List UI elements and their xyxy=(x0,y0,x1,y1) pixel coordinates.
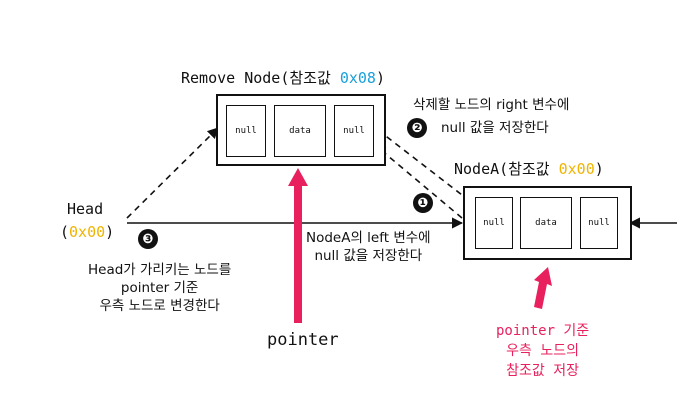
pointer-pink-arrow xyxy=(288,168,308,323)
nodea-box: null data null xyxy=(463,186,632,260)
remove-node-title-suffix: ) xyxy=(375,69,385,87)
step1-note: NodeA의 left 변수에 null 값을 저장한다 xyxy=(306,229,431,265)
nodea-prev-cell: null xyxy=(475,197,513,249)
step3-badge: ❸ xyxy=(138,229,158,249)
remove-node-title: Remove Node(참조값 0x08) xyxy=(181,67,385,88)
step2-line2: null 값을 저장한다 xyxy=(441,120,549,136)
pink-note-line3: 참조값 저장 xyxy=(506,363,580,379)
remove-node-next-cell: null xyxy=(334,105,374,157)
head-to-remove-dashed-arrow xyxy=(126,127,219,219)
remove-node-address: 0x08 xyxy=(339,69,376,87)
step2-line1: 삭제할 노드의 right 변수에 xyxy=(413,97,570,113)
nodea-data-cell: data xyxy=(520,197,572,249)
nodea-address: 0x00 xyxy=(558,160,595,178)
remove-node-box: null data null xyxy=(216,94,386,166)
pink-note: pointer 기준 우측 노드의 참조값 저장 xyxy=(496,321,589,381)
head-address-label: (0x00) xyxy=(60,223,114,241)
head-address-suffix: ) xyxy=(105,223,115,241)
nodea-next-cell: null xyxy=(580,197,618,249)
nodea-title-suffix: ) xyxy=(594,160,604,178)
pink-note-line1: pointer 기준 xyxy=(496,323,590,339)
step3-line3: 우측 노드로 변경한다 xyxy=(99,298,220,314)
step1-line2: null 값을 저장한다 xyxy=(314,248,423,264)
head-label: Head xyxy=(67,200,104,218)
head-address: 0x00 xyxy=(69,223,106,241)
pink-note-arrow xyxy=(534,267,552,309)
step3-line1: Head가 가리키는 노드를 xyxy=(88,262,232,278)
nodea-title: NodeA(참조값 0x00) xyxy=(454,158,604,179)
remove-to-nodea-dashed-arrow xyxy=(377,129,476,206)
step3-note: Head가 가리키는 노드를 pointer 기준 우측 노드로 변경한다 xyxy=(88,261,231,315)
step2-badge: ❷ xyxy=(407,118,427,138)
pointer-label: pointer xyxy=(267,330,339,350)
step2-note: 삭제할 노드의 right 변수에 xyxy=(413,96,569,114)
nodea-to-remove-dashed-arrow xyxy=(374,144,463,219)
remove-node-data-cell: data xyxy=(274,105,326,157)
step3-line2: pointer 기준 xyxy=(120,280,199,296)
step1-line1: NodeA의 left 변수에 xyxy=(306,230,431,246)
remove-node-title-prefix: Remove Node(참조값 xyxy=(181,69,340,87)
remove-node-prev-cell: null xyxy=(226,105,266,157)
pink-note-line2: 우측 노드의 xyxy=(506,343,580,359)
head-address-prefix: ( xyxy=(60,223,70,241)
step1-badge: ❶ xyxy=(413,193,433,213)
nodea-title-prefix: NodeA(참조값 xyxy=(454,160,559,178)
